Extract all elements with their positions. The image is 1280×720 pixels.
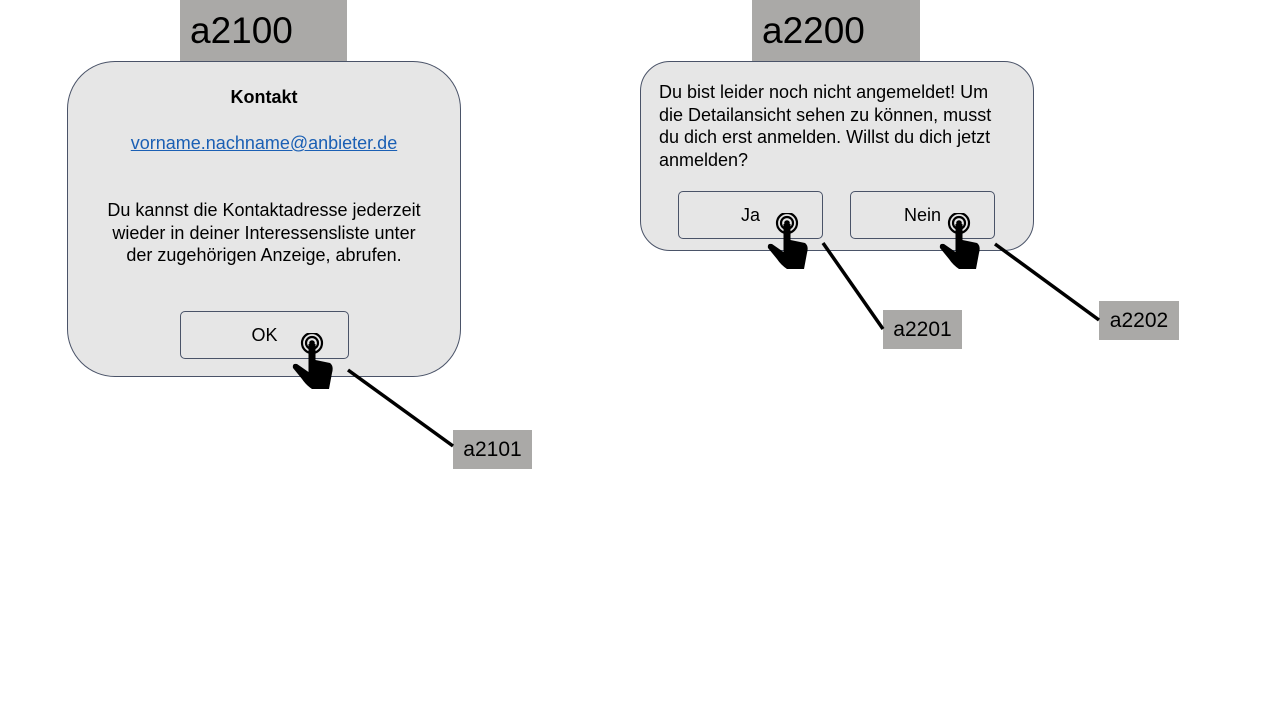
login-message-line: die Detailansicht sehen zu können, musst	[659, 104, 992, 125]
contact-email-link[interactable]: vorname.nachname@anbieter.de	[130, 133, 398, 153]
yes-button-label: Ja	[740, 205, 760, 225]
callout-line-a2202	[993, 242, 1101, 322]
element-id-label-a2201: a2201	[883, 310, 962, 349]
ok-button-label: OK	[251, 325, 278, 345]
tap-hand-icon	[292, 333, 333, 389]
contact-message-line: der zugehörigen Anzeige, abrufen.	[126, 245, 402, 265]
screen-id-label-a2200: a2200	[752, 0, 920, 62]
callout-line-a2101	[346, 368, 455, 448]
yes-button[interactable]: Ja	[678, 191, 823, 239]
login-message-line: Du bist leider noch nicht angemeldet! Um	[659, 82, 989, 102]
element-id-label-a2202: a2202	[1099, 301, 1179, 340]
contact-dialog-title: Kontakt	[230, 87, 298, 107]
no-button[interactable]: Nein	[850, 191, 995, 239]
screen-id-label-a2100: a2100	[180, 0, 347, 62]
tap-hand-icon	[767, 213, 808, 269]
login-prompt-message: Du bist leider noch nicht angemeldet! Um…	[659, 81, 1019, 171]
contact-message-line: wieder in deiner Interessensliste unter	[112, 222, 416, 243]
ok-button[interactable]: OK	[180, 311, 349, 359]
element-id-label-a2101: a2101	[453, 430, 532, 469]
login-message-line: anmelden?	[659, 149, 749, 170]
tap-hand-icon	[939, 213, 980, 269]
contact-message-line: Du kannst die Kontaktadresse jederzeit	[107, 200, 421, 220]
callout-line-a2201	[821, 241, 885, 331]
login-message-line: du dich erst anmelden. Willst du dich je…	[659, 127, 991, 147]
no-button-label: Nein	[903, 205, 942, 225]
contact-dialog-message: Du kannst die Kontaktadresse jederzeit w…	[68, 199, 460, 267]
